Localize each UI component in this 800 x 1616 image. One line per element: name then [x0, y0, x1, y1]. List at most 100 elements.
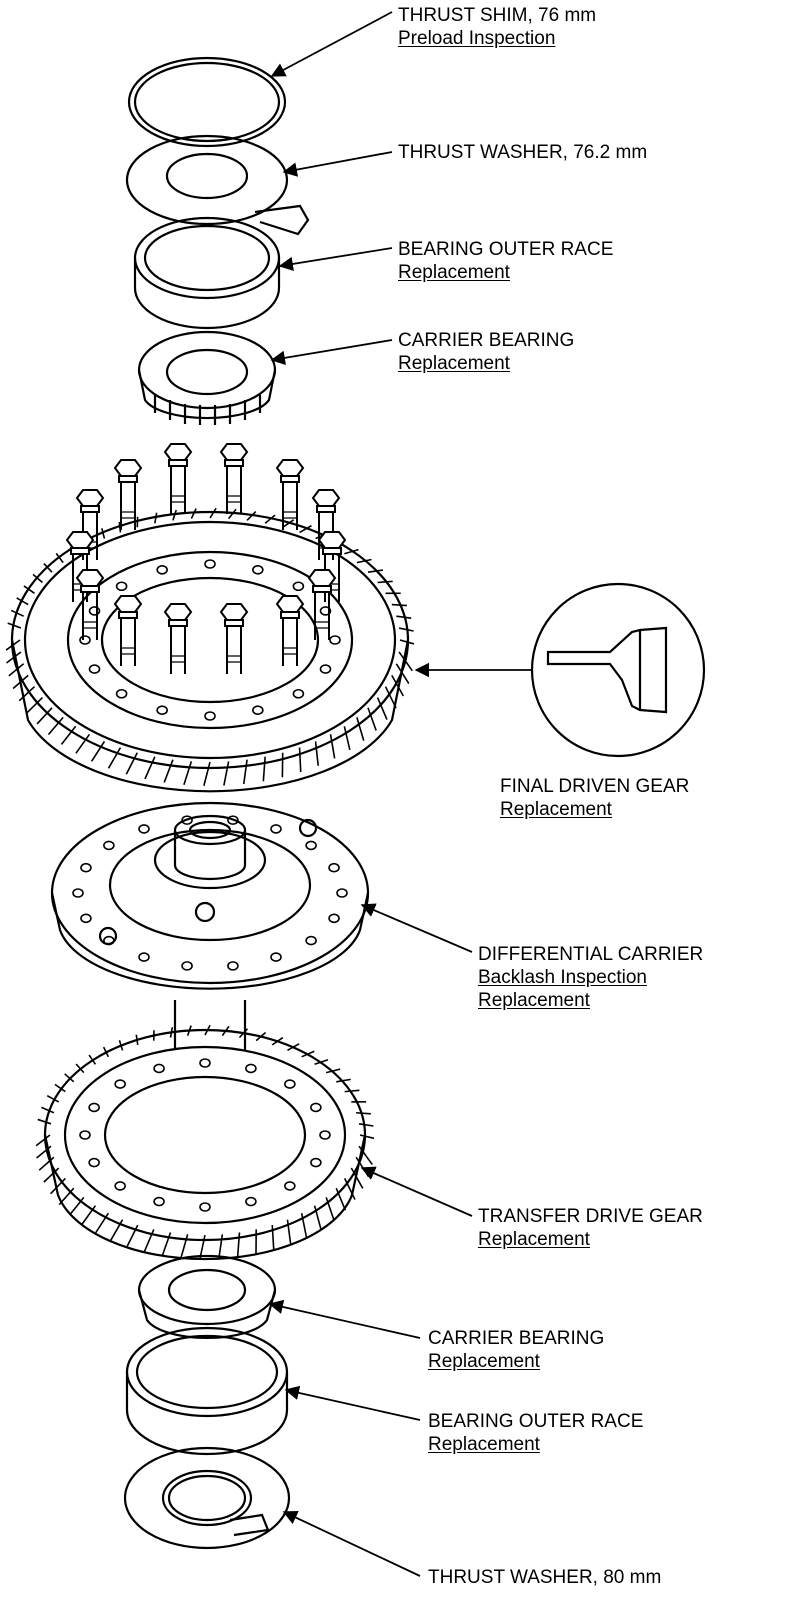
gear-tooth	[55, 552, 64, 564]
bolt-hole	[310, 1157, 322, 1168]
gear-bolt	[75, 569, 105, 640]
label-title: CARRIER BEARING	[398, 330, 575, 351]
label-carrier-bearing-bottom: CARRIER BEARING Replacement	[428, 1327, 604, 1373]
thrust-washer-top-part	[125, 134, 310, 236]
bolt-hole	[305, 840, 317, 851]
gear-tooth	[41, 1106, 55, 1114]
leader-thrust-washer-bottom	[282, 1511, 421, 1577]
gear-tooth	[358, 1145, 373, 1166]
gear-tooth	[356, 1111, 371, 1115]
bolt-hole	[336, 888, 348, 898]
bolt-hole	[329, 635, 341, 645]
gear-tooth	[377, 580, 393, 584]
gear-tooth	[12, 674, 29, 690]
bolt-hole	[319, 1130, 331, 1140]
gear-tooth	[126, 1224, 139, 1247]
gear-tooth	[287, 1043, 300, 1052]
gear-tooth	[118, 1040, 124, 1051]
bolt-hole	[138, 952, 150, 962]
gear-tooth	[32, 573, 43, 584]
gear-tooth	[209, 507, 217, 519]
gear-tooth	[36, 707, 53, 725]
gear-tooth	[313, 1205, 322, 1230]
label-sub: Preload Inspection	[398, 28, 556, 49]
gear-tooth	[299, 524, 312, 534]
label-title: BEARING OUTER RACE	[398, 239, 614, 260]
thrust-shim-part	[127, 56, 287, 148]
gear-tooth	[204, 1024, 211, 1036]
gear-tooth	[37, 1118, 52, 1125]
gear-tooth-detail-circle	[530, 582, 706, 758]
gear-tooth	[88, 1054, 97, 1065]
gear-tooth	[271, 1036, 284, 1046]
bolt-hole	[204, 711, 216, 721]
gear-tooth	[50, 1177, 66, 1195]
label-thrust-washer-top: THRUST WASHER, 76.2 mm	[398, 141, 647, 164]
gear-tooth	[314, 741, 319, 766]
gear-tooth	[161, 1232, 172, 1256]
label-title: THRUST WASHER, 76.2 mm	[398, 142, 648, 163]
gear-bolt	[113, 459, 143, 530]
gear-tooth	[367, 569, 384, 574]
bolt-hole	[319, 664, 332, 674]
gear-bolt	[307, 569, 337, 640]
bolt-hole	[138, 824, 150, 834]
bolt-hole	[156, 564, 168, 575]
label-thrust-washer-bottom: THRUST WASHER, 80 mm	[428, 1566, 661, 1589]
label-sub: Replacement	[478, 1229, 590, 1250]
gear-tooth	[356, 717, 365, 741]
bolt-hole	[79, 1130, 91, 1140]
gear-tooth	[325, 1068, 341, 1074]
gear-tooth	[35, 1134, 51, 1147]
bolt-hole	[114, 1181, 126, 1191]
gear-tooth	[10, 609, 24, 617]
bolt-hole	[252, 705, 264, 716]
gear-tooth	[183, 761, 193, 785]
gear-tooth	[75, 733, 91, 754]
gear-tooth	[391, 675, 405, 697]
bolt-hole	[270, 824, 282, 834]
bolt-hole	[88, 606, 101, 616]
label-title: CARRIER BEARING	[428, 1328, 605, 1349]
gear-bolt	[113, 595, 143, 666]
label-final-driven-gear: FINAL DRIVEN GEAR Replacement	[500, 775, 689, 821]
gear-tooth	[271, 1225, 275, 1250]
bolt-hole	[270, 952, 282, 962]
gear-tooth	[218, 1234, 224, 1259]
gear-tooth	[144, 756, 156, 780]
bolt-hole	[199, 1058, 211, 1068]
bolt-hole	[79, 635, 91, 645]
gear-tooth	[186, 1025, 192, 1036]
gear-tooth	[242, 759, 248, 785]
gear-tooth	[359, 1134, 375, 1140]
leader-thrust-shim	[270, 11, 393, 77]
gear-tooth	[358, 1123, 374, 1127]
label-sub: Replacement	[500, 799, 612, 820]
bolt-hole	[88, 1102, 100, 1113]
gear-tooth	[43, 562, 53, 573]
bolt-hole	[156, 705, 168, 716]
label-differential-carrier: DIFFERENTIAL CARRIER Backlash Inspection…	[478, 943, 703, 1012]
bolt-hole	[204, 559, 216, 569]
bolt-hole	[319, 606, 332, 616]
gear-tooth	[350, 1167, 364, 1189]
bolt-hole	[245, 1063, 257, 1074]
bolt-hole	[181, 961, 193, 971]
bolt-hole	[181, 815, 193, 825]
gear-tooth	[335, 1187, 347, 1211]
carrier-bearing-bottom-part	[137, 1254, 277, 1340]
bolt-hole	[328, 913, 340, 924]
gear-tooth	[246, 510, 257, 521]
bolt-hole	[115, 581, 128, 592]
bolt-hole	[88, 1157, 100, 1168]
label-sub: Replacement	[398, 353, 510, 374]
gear-tooth	[102, 1046, 110, 1058]
label-thrust-shim: THRUST SHIM, 76 mm Preload Inspection	[398, 4, 596, 50]
leader-differential-carrier	[360, 903, 473, 953]
gear-tooth	[396, 615, 412, 619]
gear-tooth	[69, 1196, 85, 1216]
bolt-hole	[252, 564, 264, 575]
gear-tooth	[300, 1213, 308, 1238]
bolt-hole	[115, 688, 128, 699]
gear-tooth	[344, 548, 359, 555]
